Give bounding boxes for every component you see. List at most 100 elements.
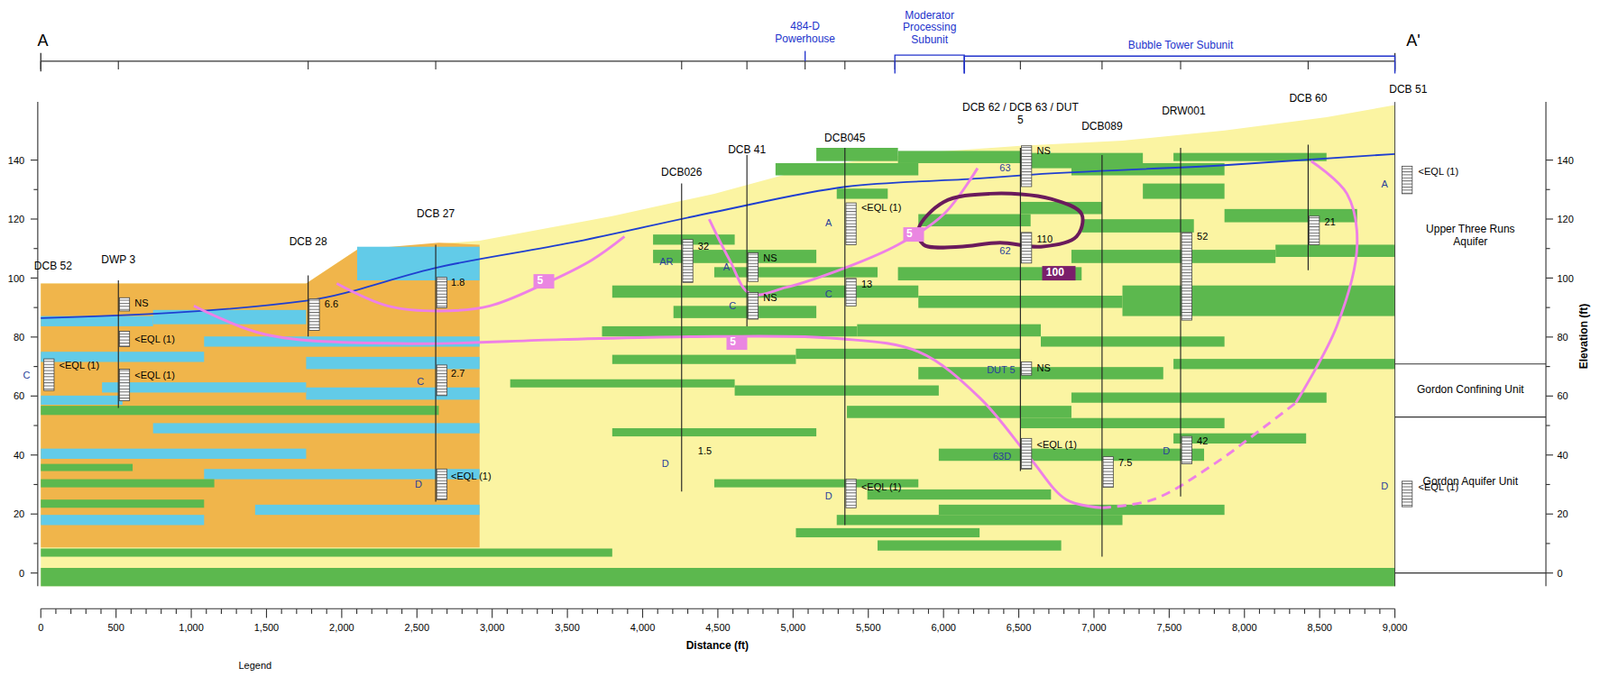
clay-lens [357, 247, 480, 281]
silty-zone [40, 242, 479, 548]
clay-lens [40, 479, 214, 488]
distance-tick [973, 608, 975, 615]
distance-tick [191, 608, 193, 618]
clay-lens [652, 249, 817, 264]
clay-lens [652, 234, 736, 245]
tick-label: 6,500 [1006, 621, 1032, 634]
clay-lens [40, 464, 133, 472]
screen-value: NS [134, 297, 148, 310]
elevation-tick [1545, 484, 1551, 486]
well-name: DCB089 [1081, 121, 1122, 135]
distance-tick [160, 608, 162, 615]
elevation-tick [1545, 572, 1554, 574]
well-screen [44, 358, 55, 391]
screen-zone: D [1162, 445, 1170, 458]
distance-tick [386, 608, 387, 615]
well-line [435, 244, 437, 502]
distance-tick [416, 608, 418, 618]
tick-label: 2,500 [404, 621, 431, 634]
tick-label: 60 [13, 390, 25, 403]
clay-lens [1040, 336, 1225, 347]
clay-lens [1224, 209, 1358, 223]
screen-value: NS [1036, 362, 1050, 375]
distance-tick [1259, 608, 1260, 615]
contour-value: 100 [1046, 266, 1065, 279]
screen-zone: AR [659, 255, 673, 267]
contour-value: 5 [906, 227, 913, 240]
clay-lens [255, 505, 480, 515]
tick-label: 5,500 [855, 621, 882, 634]
clay-lens [40, 449, 306, 460]
well-name: DRW001 [1161, 106, 1205, 120]
distance-tick [100, 608, 102, 615]
unit-boundary [1395, 363, 1546, 365]
tick-label: 40 [13, 450, 25, 462]
distance-tick [1243, 608, 1245, 618]
well-screen [1309, 216, 1320, 246]
screen-value: 2.7 [450, 367, 465, 380]
clay-lens [775, 163, 919, 176]
wells [118, 145, 1308, 558]
elevation-tick [30, 572, 38, 574]
hydro-unit-label: Gordon Confining Unit [1414, 384, 1527, 397]
clay-lens [1122, 285, 1396, 317]
distance-tick [777, 608, 779, 615]
clay-lens [877, 540, 1062, 551]
well-name: DCB 51 [1388, 83, 1427, 97]
distance-tick [1364, 608, 1366, 615]
screen-value: <EQL (1) [59, 359, 101, 372]
clay-lens [1081, 219, 1194, 233]
contour-value-tag: 5 [533, 274, 555, 289]
distance-tick [732, 608, 734, 615]
location-bar [40, 60, 1395, 62]
screen-value: <EQL (1) [134, 369, 175, 382]
contour-line [193, 305, 1103, 508]
well-screen [1181, 232, 1192, 321]
screen-zone: DUT 5 [986, 363, 1016, 376]
axis-title: Distance (ft) [686, 640, 749, 653]
well-screen [682, 239, 693, 284]
hydro-unit-label: Gordon Aquifer Unit [1408, 476, 1532, 489]
elevation-tick [30, 514, 38, 515]
distance-tick [717, 608, 718, 618]
tick-label: 20 [13, 508, 25, 521]
well-screen [845, 479, 856, 509]
distance-tick [115, 608, 117, 618]
well-screen [1181, 436, 1192, 465]
distance-tick [822, 608, 824, 615]
distance-tick [461, 608, 463, 615]
distance-tick [476, 608, 478, 615]
screen-zone: C [416, 376, 424, 388]
well-name: DCB045 [824, 132, 865, 146]
clay-lens [836, 514, 1123, 525]
clay-lens [816, 147, 899, 162]
distance-tick [236, 608, 238, 615]
tick-label: 7,500 [1157, 621, 1183, 634]
aquifer-sand [40, 104, 1395, 587]
well-screen [1021, 232, 1032, 264]
distance-tick [1333, 608, 1335, 615]
tick-label: 100 [1556, 272, 1573, 285]
section-end-label: A [37, 31, 49, 51]
hydro-unit-label: Upper Three Runs Aquifer [1408, 224, 1532, 250]
distance-tick [612, 608, 614, 615]
distance-tick [371, 608, 373, 615]
axis-title: Elevation (ft) [1578, 303, 1591, 370]
distance-tick [747, 608, 749, 615]
distance-tick [1379, 608, 1380, 615]
clay-lens [305, 357, 479, 370]
well-name: DCB 27 [416, 208, 455, 221]
tick-label: 9,000 [1382, 621, 1408, 634]
tick-label: 8,500 [1306, 621, 1333, 634]
distance-tick [70, 608, 72, 615]
location-tick [844, 61, 846, 70]
well-line [680, 183, 682, 493]
contour-value: 5 [729, 335, 736, 349]
clay-lens [1275, 244, 1395, 258]
contour-loop [918, 193, 1084, 249]
clay-lens [40, 395, 123, 405]
clay-lens [1173, 358, 1396, 369]
unit-boundary [1395, 416, 1546, 418]
location-tick [1020, 61, 1021, 70]
screen-value: 32 [698, 239, 709, 252]
